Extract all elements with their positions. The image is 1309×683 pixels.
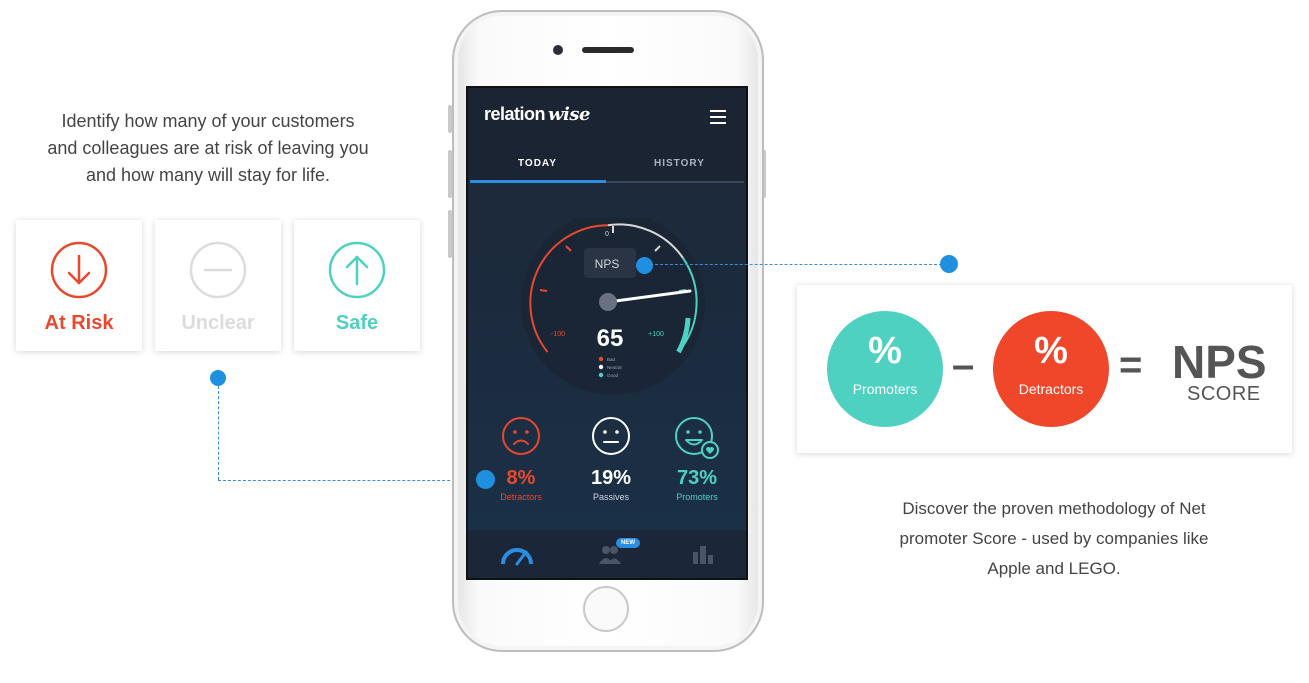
status-label-unclear: Unclear — [181, 312, 255, 334]
people-icon[interactable] — [598, 544, 622, 566]
sad-face-icon — [502, 417, 540, 455]
description-line-1: Discover the proven methodology of Net — [902, 499, 1206, 518]
detractors-circle: % Detractors — [993, 311, 1109, 427]
description-line-3: Apple and LEGO. — [987, 559, 1121, 578]
detractors-dot — [476, 470, 495, 489]
detractors-percent-symbol: % — [1034, 330, 1068, 372]
phone-volume-up — [448, 150, 452, 198]
equals-sign: = — [1119, 343, 1143, 387]
promoters-pct: 73% — [676, 467, 718, 489]
status-card-at-risk: At Risk — [16, 220, 142, 351]
neutral-face-icon — [592, 417, 630, 455]
intro-line-1: Identify how many of your customers — [61, 111, 355, 131]
passives-pct: 19% — [590, 467, 632, 489]
minus-circle-icon — [189, 241, 247, 299]
arrow-down-circle-icon — [50, 241, 108, 299]
connector-line-vertical — [218, 386, 219, 480]
brand-bold: relation — [484, 104, 546, 124]
detractors-label: Detractors — [500, 492, 542, 502]
status-label-safe: Safe — [335, 312, 379, 334]
detractors-pct: 8% — [506, 467, 536, 489]
promoters-circle: % Promoters — [827, 311, 943, 427]
connector-line-horizontal — [218, 480, 480, 481]
status-label-at-risk: At Risk — [44, 312, 114, 334]
promoters-circle-label: Promoters — [852, 381, 918, 397]
phone-speaker — [582, 47, 634, 53]
phone-power-button — [762, 150, 766, 198]
connector-dot — [210, 370, 226, 386]
phone-mute-switch — [448, 105, 452, 133]
tab-active-indicator — [470, 180, 606, 183]
happy-face-icon — [675, 417, 719, 459]
stat-detractors: 8% Detractors — [481, 416, 561, 502]
detractors-circle-label: Detractors — [1018, 381, 1084, 397]
nps-gauge: NPS 0 -100 +100 65 Bad Neutral Good — [521, 218, 705, 395]
tab-bar — [468, 144, 746, 182]
tab-today[interactable]: TODAY — [518, 158, 557, 169]
nps-result-small: SCORE — [1187, 383, 1261, 405]
connector-line-gauge — [650, 264, 942, 265]
promoters-percent-symbol: % — [868, 330, 902, 372]
gauge-mid-label: 0 — [605, 231, 609, 238]
stat-passives: 19% Passives — [571, 416, 651, 502]
description-line-2: promoter Score - used by companies like — [899, 529, 1209, 548]
status-card-safe: Safe — [294, 220, 420, 351]
speedometer-icon[interactable] — [500, 542, 534, 566]
promoters-label: Promoters — [676, 492, 718, 502]
gauge-label: NPS — [595, 257, 620, 271]
intro-line-2: and colleagues are at risk of leaving yo… — [47, 138, 369, 158]
nps-result-big: NPS — [1172, 336, 1267, 388]
gauge-max-label: +100 — [648, 331, 664, 338]
gauge-pointer-dot — [636, 257, 653, 274]
status-card-unclear: Unclear — [155, 220, 281, 351]
new-badge: NEW — [616, 538, 640, 548]
tab-history[interactable]: HISTORY — [654, 158, 705, 169]
arrow-up-circle-icon — [328, 241, 386, 299]
legend-good: Good — [607, 373, 619, 378]
phone-volume-down — [448, 210, 452, 258]
intro-line-3: and how many will stay for life. — [85, 165, 331, 185]
stat-promoters: 73% Promoters — [657, 416, 737, 502]
hamburger-menu-icon[interactable] — [710, 110, 726, 128]
phone-camera — [553, 45, 563, 55]
description-text: Discover the proven methodology of Net p… — [876, 494, 1232, 584]
legend-neutral: Neutral — [607, 365, 622, 370]
legend-bad: Bad — [607, 357, 616, 362]
passives-label: Passives — [592, 492, 629, 502]
nps-formula-card: % Promoters – % Detractors = NPS SCORE — [797, 285, 1292, 453]
tab-track — [470, 181, 744, 183]
nps-value: 65 — [597, 325, 624, 352]
connector-dot-formula — [940, 255, 958, 273]
bar-chart-icon[interactable] — [692, 544, 714, 564]
brand-italic: wise — [548, 104, 590, 125]
bottom-nav — [468, 530, 746, 578]
intro-text: Identify how many of your customers and … — [30, 108, 386, 189]
gauge-min-label: -100 — [551, 331, 565, 338]
app-header — [468, 88, 746, 144]
minus-sign: – — [952, 343, 975, 387]
phone-home-button[interactable] — [583, 586, 629, 632]
